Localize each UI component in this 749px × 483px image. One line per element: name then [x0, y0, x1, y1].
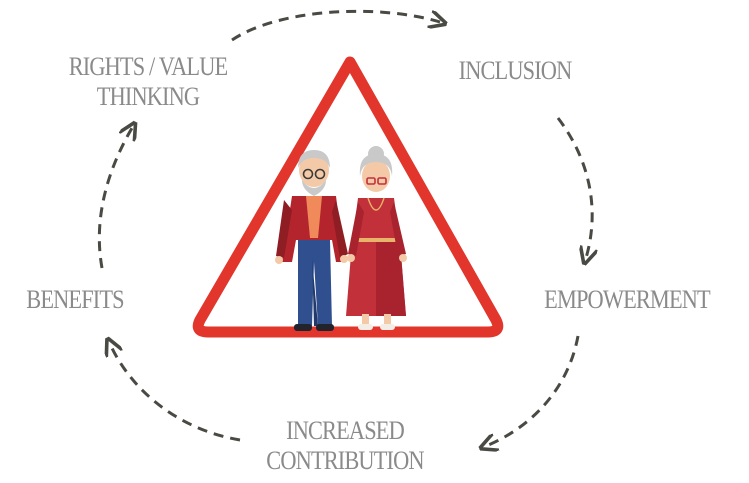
- elderly-couple-icon: [275, 146, 407, 331]
- warning-triangle-icon: [192, 56, 504, 338]
- stage-label-benefits: BENEFITS: [11, 285, 140, 315]
- arrow-inclusion-to-empowerment: [556, 117, 592, 258]
- stage-label-line: THINKING: [96, 82, 200, 111]
- arrow-empowerment-to-contribution: [486, 335, 580, 446]
- elderly-woman: [346, 146, 407, 330]
- stage-label-line: RIGHTS / VALUE: [68, 52, 228, 81]
- stage-label-rights-value-thinking: RIGHTS / VALUE THINKING: [45, 52, 251, 112]
- stage-label-line: BENEFITS: [26, 285, 124, 314]
- stage-label-line: CONTRIBUTION: [266, 446, 424, 475]
- stage-label-line: INCREASED: [286, 416, 405, 445]
- stage-label-line: EMPOWERMENT: [544, 285, 711, 314]
- arrow-contribution-to-benefits: [110, 344, 241, 442]
- stage-label-line: INCLUSION: [458, 56, 573, 85]
- arrow-rights-to-inclusion: [231, 9, 440, 42]
- stage-label-inclusion: INCLUSION: [442, 56, 588, 86]
- stage-label-increased-contribution: INCREASED CONTRIBUTION: [238, 416, 453, 476]
- stage-label-empowerment: EMPOWERMENT: [520, 285, 735, 315]
- elderly-man: [275, 150, 348, 331]
- arrow-benefits-to-rights: [97, 128, 132, 269]
